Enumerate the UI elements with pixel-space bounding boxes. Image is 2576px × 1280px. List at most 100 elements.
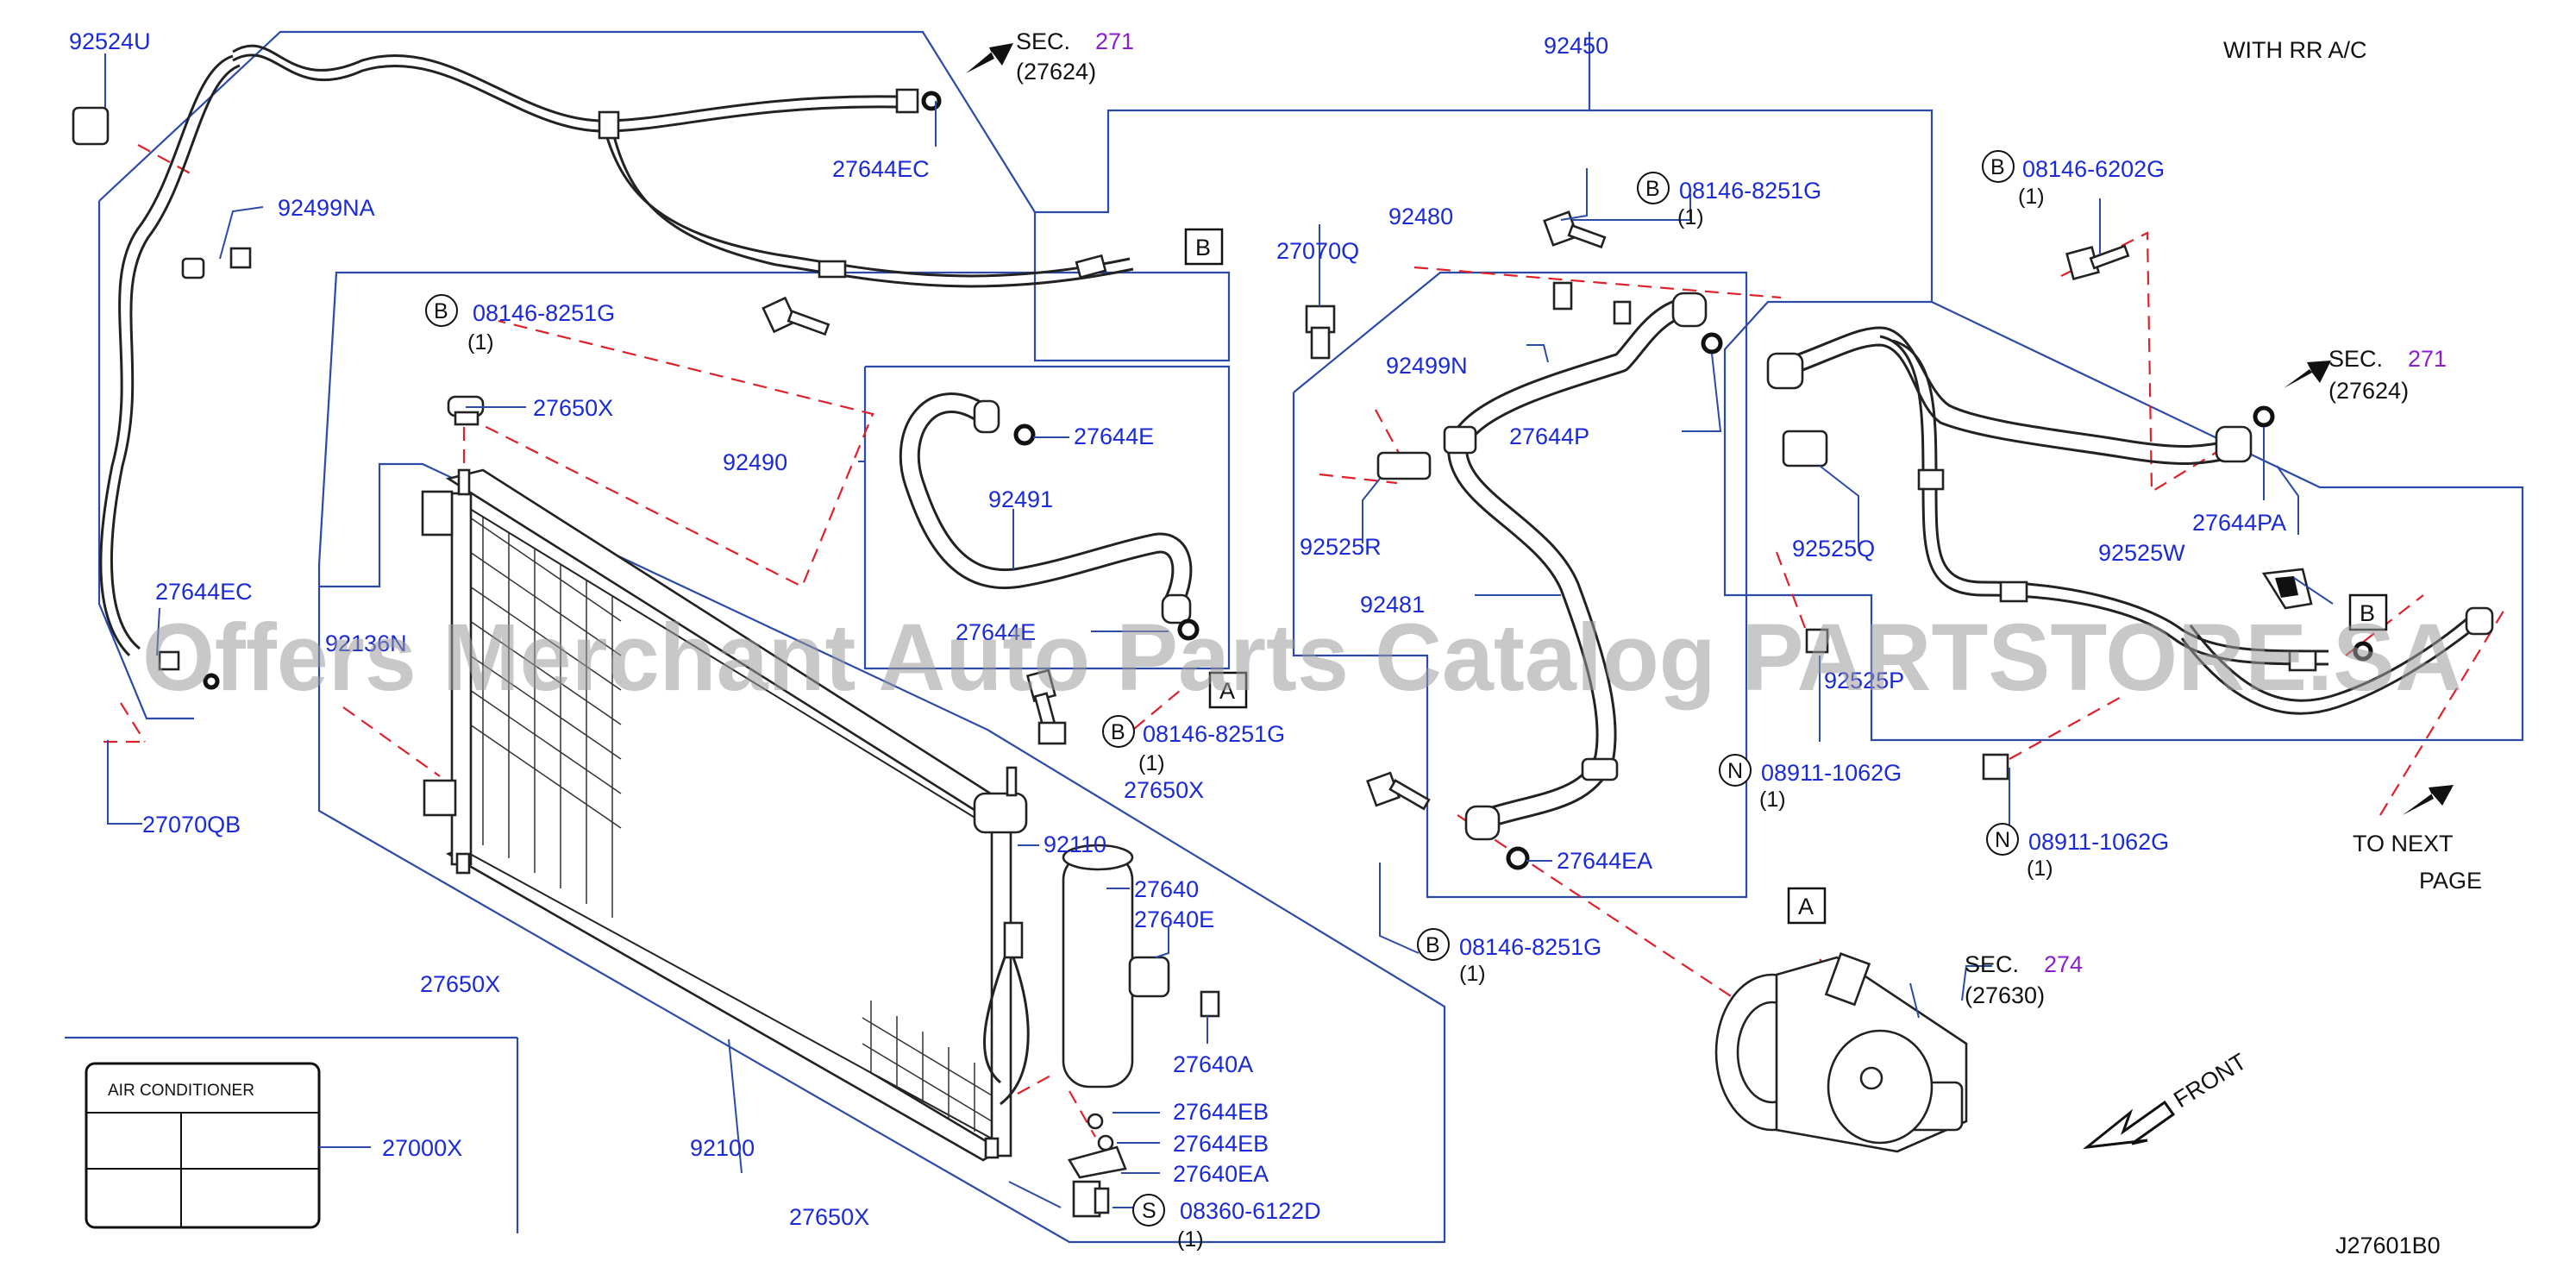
label-27644ec: 27644EC [832,156,930,182]
label-92480: 92480 [1388,204,1453,229]
label-92481: 92481 [1360,592,1425,618]
section-refs: SEC. 271 (27624) SEC. 271 (27624) SEC. 2… [1016,28,2447,1008]
label-27644e: 27644E [1074,424,1154,449]
label-27000x: 27000X [382,1135,462,1161]
badge-b: B [1426,933,1440,957]
sec-word: SEC. [1016,28,1070,54]
top-note: WITH RR A/C [2223,37,2367,63]
label-27070qb: 27070QB [142,812,241,838]
badge-b: B [434,299,448,323]
sec-arrow-icon [2284,361,2331,388]
label-92499n: 92499N [1386,353,1468,379]
box-ref-a: A [1219,678,1235,704]
screw-code: 08360-6122D [1180,1198,1321,1224]
badge-circles: B B B B B N N S [425,150,2019,1227]
sec-word: SEC. [1965,951,2019,977]
sec-sub: (27630) [1965,982,2045,1008]
bolt-qty: (1) [1459,962,1486,986]
label-27650x: 27650X [420,971,500,997]
bolt-code: 08146-8251G [1143,721,1285,747]
badge-b: B [1111,720,1125,744]
label-27644eb: 27644EB [1173,1099,1269,1125]
bolt-qty: (1) [467,330,494,355]
label-27640a: 27640A [1173,1051,1253,1077]
rear-ac-pipes [1766,326,2494,715]
nut-code: 08911-1062G [2028,829,2169,855]
label-27650x: 27650X [533,395,613,421]
sec-number: 271 [2408,346,2447,372]
sec-sub: (27624) [2328,378,2409,404]
sec-word: SEC. [2328,346,2383,372]
label-27644e: 27644E [956,619,1036,645]
badge-s: S [1142,1199,1156,1223]
label-27650x: 27650X [1124,777,1204,803]
label-27644ea: 27644EA [1557,848,1652,874]
part-labels: 92524U 92499NA 27644EC 27644EC 27070QB 9… [69,28,2286,1230]
label-92525w: 92525W [2098,540,2185,566]
screw-qty: (1) [1177,1227,1204,1252]
page-note: PAGE [2419,868,2482,894]
box-ref-b: B [2360,600,2375,626]
arrows [966,43,2454,1150]
bolt-code: 08146-8251G [1459,934,1601,960]
label-92450: 92450 [1544,33,1608,59]
nut-qty: (1) [2027,856,2053,881]
box-refs: B A A B [1184,228,2388,925]
box-ref-a: A [1798,894,1814,919]
ac-plate-label: AIR CONDITIONER [108,1082,254,1100]
label-92525r: 92525R [1300,534,1382,560]
label-27644ec: 27644EC [155,579,253,605]
badge-n: N [1995,828,2010,852]
label-92524u: 92524U [69,28,151,54]
leader-lines [104,53,2334,1208]
label-27640ea: 27640EA [1173,1161,1269,1187]
badge-b: B [1990,155,2005,179]
o-ring [921,91,942,111]
bolts-and-clips [447,210,2130,811]
label-27644p: 27644P [1509,424,1589,449]
nut-qty: (1) [1759,787,1786,812]
label-92499na: 92499NA [278,195,375,221]
bolt-qty: (1) [2018,185,2045,209]
label-92525q: 92525Q [1792,536,1875,562]
label-92490: 92490 [723,449,787,475]
label-27070q: 27070Q [1276,238,1359,264]
nut-code: 08911-1062G [1761,760,1902,786]
sec-number: 271 [1095,28,1134,54]
bolt-code: 08146-8251G [473,300,615,326]
label-27640: 27640 [1134,876,1199,902]
label-27644eb: 27644EB [1173,1131,1269,1157]
bolt-qty: (1) [1138,751,1165,775]
box-ref-b: B [1195,235,1211,260]
badge-n: N [1727,759,1743,783]
next-page-arrow-icon [2403,785,2454,815]
front-arrow-icon [2082,1100,2176,1150]
bolt-code: 08146-6202G [2022,156,2165,182]
watermark: Offers Merchant Auto Parts Catalog PARTS… [142,605,2462,711]
hoses-92480 [1376,281,1723,870]
label-92136n: 92136N [325,631,407,656]
label-27644pa: 27644PA [2192,510,2286,536]
hoses-92490 [899,392,1200,641]
pipe-92524U [72,44,1134,690]
frames [65,30,2524,1244]
front-note: FRONT [2169,1048,2251,1113]
sec-number: 274 [2044,951,2083,977]
label-92491: 92491 [988,486,1053,512]
fastener-labels: 08146-8251G (1) 08146-8251G (1) 08146-82… [467,156,2169,1252]
diagram-id: J27601B0 [2335,1233,2441,1258]
sec-arrow-icon [966,43,1013,73]
label-92525p: 92525P [1824,668,1904,693]
bolt-qty: (1) [1677,205,1704,229]
compressor [1714,952,1968,1153]
to-next-note: TO NEXT [2353,831,2454,856]
condenser-92100 [421,468,1030,1162]
label-92110: 92110 [1044,831,1106,857]
badge-plate [85,1062,321,1229]
receiver-drier-27640 [1062,844,1220,1218]
label-27650x: 27650X [789,1204,869,1230]
label-92100: 92100 [690,1135,755,1161]
label-27640e: 27640E [1134,907,1214,932]
sec-sub: (27624) [1016,59,1096,85]
